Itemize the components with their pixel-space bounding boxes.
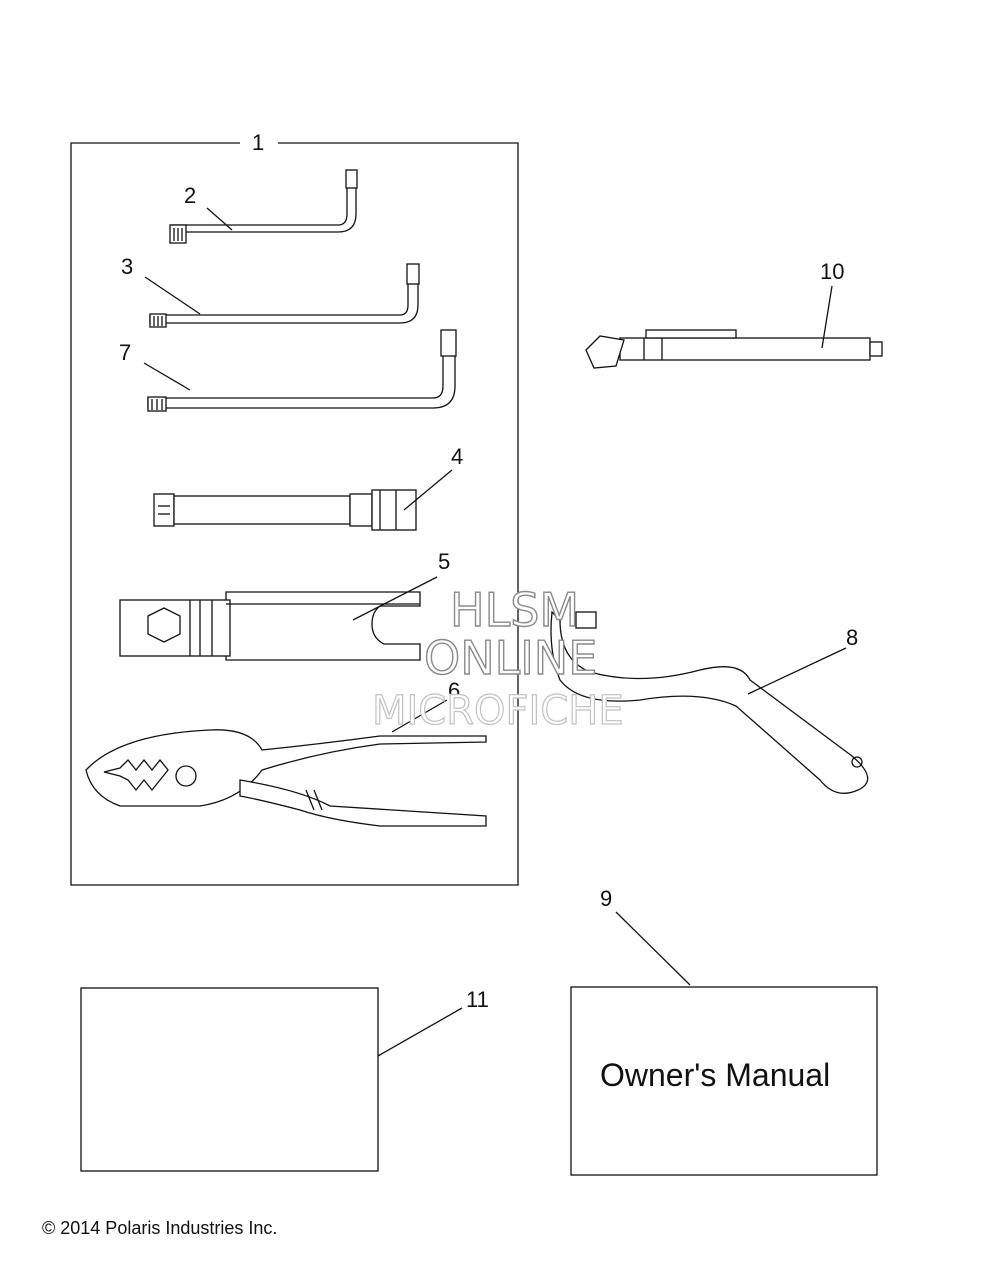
blank-card (80, 987, 379, 1172)
leader-10 (821, 285, 833, 349)
leader-3 (144, 276, 201, 315)
watermark-line-1: HLSM (450, 583, 579, 637)
callout-1: 1 (252, 130, 264, 155)
owners-manual (570, 986, 878, 1176)
callout-4: 4 (451, 444, 463, 469)
spanner-wrench (119, 591, 421, 661)
hex-key-large (147, 329, 457, 412)
leader-6 (391, 699, 448, 733)
leader-8 (747, 647, 847, 695)
leader-5 (352, 576, 438, 621)
pliers (85, 729, 487, 827)
watermark: HLSM ONLINE MICROFICHE (371, 582, 624, 734)
watermark-line-3: MICROFICHE (372, 688, 624, 734)
leader-7 (143, 362, 191, 391)
copyright-notice: © 2014 Polaris Industries Inc. (42, 1218, 278, 1238)
leader-9 (615, 911, 691, 986)
pressure-gauge (585, 329, 883, 369)
callout-3: 3 (121, 254, 133, 279)
socket-wrench (153, 489, 417, 531)
leader-11 (377, 1007, 463, 1057)
leader-4 (403, 469, 453, 511)
callout-8: 8 (846, 625, 858, 650)
leader-2 (206, 207, 233, 231)
callout-6: 6 (448, 678, 460, 703)
callout-2: 2 (184, 183, 196, 208)
callout-7: 7 (119, 340, 131, 365)
hex-key-small (169, 169, 358, 244)
callout-11: 11 (466, 987, 489, 1012)
callout-5: 5 (438, 549, 450, 574)
watermark-line-2: ONLINE (424, 631, 597, 685)
hex-key-medium (149, 263, 420, 328)
tool-kit-box (70, 142, 519, 886)
callout-9: 9 (600, 886, 612, 911)
callout-10: 10 (820, 259, 844, 284)
hook-wrench (550, 610, 869, 794)
owners-manual-label: Owner's Manual (600, 1057, 830, 1093)
